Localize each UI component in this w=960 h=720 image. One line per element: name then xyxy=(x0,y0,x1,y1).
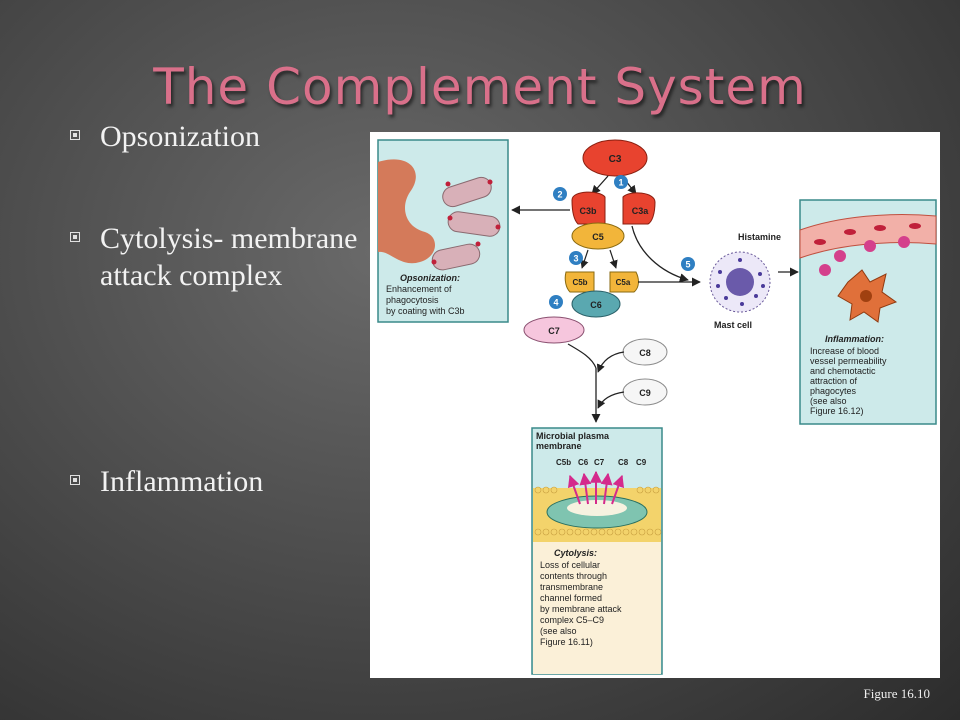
opsonization-line: Enhancement of xyxy=(386,284,452,294)
svg-text:C9: C9 xyxy=(636,458,647,467)
membrane-label: membrane xyxy=(536,441,582,451)
inflammation-line: and chemotactic xyxy=(810,366,876,376)
svg-text:C6: C6 xyxy=(578,458,589,467)
svg-text:4: 4 xyxy=(553,298,558,308)
inflammation-line: phagocytes xyxy=(810,386,857,396)
bullet-square-icon xyxy=(70,130,80,140)
svg-text:3: 3 xyxy=(573,254,578,264)
c3b-protein: C3b xyxy=(571,191,606,225)
cytolysis-line: contents through xyxy=(540,571,607,581)
svg-text:C7: C7 xyxy=(594,458,605,467)
c8-protein: C8 xyxy=(622,338,668,366)
c5-protein: C5 xyxy=(571,222,625,250)
cytolysis-heading: Cytolysis: xyxy=(554,548,597,558)
step-markers: 1 2 3 4 5 xyxy=(549,175,695,309)
cytolysis-line: complex C5–C9 xyxy=(540,615,604,625)
svg-text:C5a: C5a xyxy=(616,278,631,287)
inflammation-line: Figure 16.12) xyxy=(810,406,864,416)
svg-text:C7: C7 xyxy=(548,326,560,336)
inflammation-line: vessel permeability xyxy=(810,356,887,366)
cytolysis-line: Figure 16.11) xyxy=(540,637,593,647)
complement-diagram-svg: Opsonization: Enhancement of phagocytosi… xyxy=(377,139,937,675)
complement-diagram: Opsonization: Enhancement of phagocytosi… xyxy=(370,132,940,678)
opsonization-heading: Opsonization: xyxy=(400,273,460,283)
c3-protein: C3 xyxy=(582,139,648,177)
bullet-text: Cytolysis- membrane attack complex xyxy=(100,222,358,292)
c7-protein: C7 xyxy=(523,316,585,344)
bullet-item-opsonization: Opsonization xyxy=(70,118,370,155)
svg-text:C8: C8 xyxy=(639,348,651,358)
bullet-text: Inflammation xyxy=(100,465,264,498)
c3a-protein: C3a xyxy=(622,192,656,225)
svg-text:C3: C3 xyxy=(609,154,622,165)
svg-text:C3a: C3a xyxy=(632,206,650,216)
svg-text:1: 1 xyxy=(618,178,623,188)
svg-text:C5: C5 xyxy=(592,232,604,242)
bullet-item-inflammation: Inflammation xyxy=(70,463,370,500)
cytolysis-line: transmembrane xyxy=(540,582,603,592)
bullet-square-icon xyxy=(70,475,80,485)
c9-protein: C9 xyxy=(622,378,668,406)
inflammation-box: Inflammation: Increase of blood vessel p… xyxy=(799,199,937,425)
mast-cell-icon xyxy=(709,251,771,313)
bullet-item-cytolysis: Cytolysis- membrane attack complex xyxy=(70,220,370,294)
svg-text:C5b: C5b xyxy=(572,278,587,287)
opsonization-line: by coating with C3b xyxy=(386,306,465,316)
cytolysis-line: (see also xyxy=(540,626,577,636)
c5a-protein: C5a xyxy=(609,271,639,293)
slide-title: The Complement System xyxy=(153,58,807,116)
svg-text:5: 5 xyxy=(685,260,690,270)
figure-caption: Figure 16.10 xyxy=(863,686,930,701)
histamine-label: Histamine xyxy=(738,232,781,242)
cytolysis-box: Microbial plasma membrane C5b C6 C7 C8 C… xyxy=(531,427,663,675)
cytolysis-line: by membrane attack xyxy=(540,604,622,614)
opsonization-line: phagocytosis xyxy=(386,295,439,305)
channel-labels: C5b C6 C7 C8 C9 xyxy=(556,458,647,467)
c6-protein: C6 xyxy=(571,290,621,318)
svg-text:C8: C8 xyxy=(618,458,629,467)
channel-arrows xyxy=(567,470,625,505)
svg-text:C6: C6 xyxy=(590,300,602,310)
membrane-label: Microbial plasma xyxy=(536,431,610,441)
inflammation-line: Increase of blood xyxy=(810,346,879,356)
cytolysis-line: channel formed xyxy=(540,593,602,603)
inflammation-line: (see also xyxy=(810,396,847,406)
c5b-protein: C5b xyxy=(564,271,595,293)
mast-cell-label: Mast cell xyxy=(714,320,752,330)
lipid-bilayer xyxy=(534,486,662,536)
opsonization-box: Opsonization: Enhancement of phagocytosi… xyxy=(377,139,509,323)
svg-text:2: 2 xyxy=(557,190,562,200)
svg-text:C3b: C3b xyxy=(579,206,597,216)
inflammation-heading: Inflammation: xyxy=(825,334,884,344)
svg-text:C5b: C5b xyxy=(556,458,571,467)
svg-text:C9: C9 xyxy=(639,388,651,398)
inflammation-line: attraction of xyxy=(810,376,858,386)
cytolysis-line: Loss of cellular xyxy=(540,560,600,570)
bullet-text: Opsonization xyxy=(100,120,260,153)
bullet-square-icon xyxy=(70,232,80,242)
